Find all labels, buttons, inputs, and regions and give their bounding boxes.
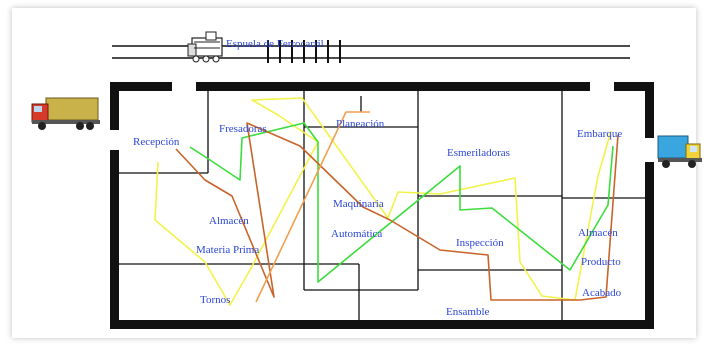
- locomotive-icon: [187, 31, 223, 63]
- flow-line-orange: [175, 122, 619, 301]
- ensamble-label: Ensamble: [446, 306, 489, 318]
- inspeccion-label: Inspección: [456, 237, 504, 249]
- inbound-truck-icon: [31, 97, 100, 130]
- almacen-materia-prima-label-2: Materia Prima: [196, 244, 259, 256]
- flow-line-green: [189, 122, 614, 283]
- maquinaria-label-2: Automática: [331, 228, 382, 240]
- almacen-producto-label-2: Producto: [581, 256, 621, 268]
- maquinaria-label-1: Maquinaria: [333, 198, 384, 210]
- almacen-producto-label-1: Almacén: [578, 227, 618, 239]
- esmeriladoras-label: Esmeriladoras: [447, 147, 510, 159]
- flow-paths: [154, 97, 619, 306]
- recepcion-label: Recepción: [133, 136, 180, 148]
- tornos-label: Tornos: [200, 294, 230, 306]
- area-labels: Espuela de Ferrocarril Recepción Fresado…: [133, 38, 622, 318]
- embarque-label: Embarque: [577, 128, 622, 140]
- flow-line-peach: [255, 111, 370, 303]
- planeacion-label: Planeación: [336, 118, 385, 130]
- fresadoras-label: Fresadoras: [219, 123, 267, 135]
- almacen-producto-label-3: Acabado: [582, 287, 622, 299]
- almacen-materia-prima-label-1: Almacén: [209, 215, 249, 227]
- building-walls: [110, 82, 654, 329]
- flow-line-yellow: [154, 97, 612, 306]
- outbound-truck-icon: [657, 135, 702, 168]
- railway-label: Espuela de Ferrocarril: [226, 38, 324, 50]
